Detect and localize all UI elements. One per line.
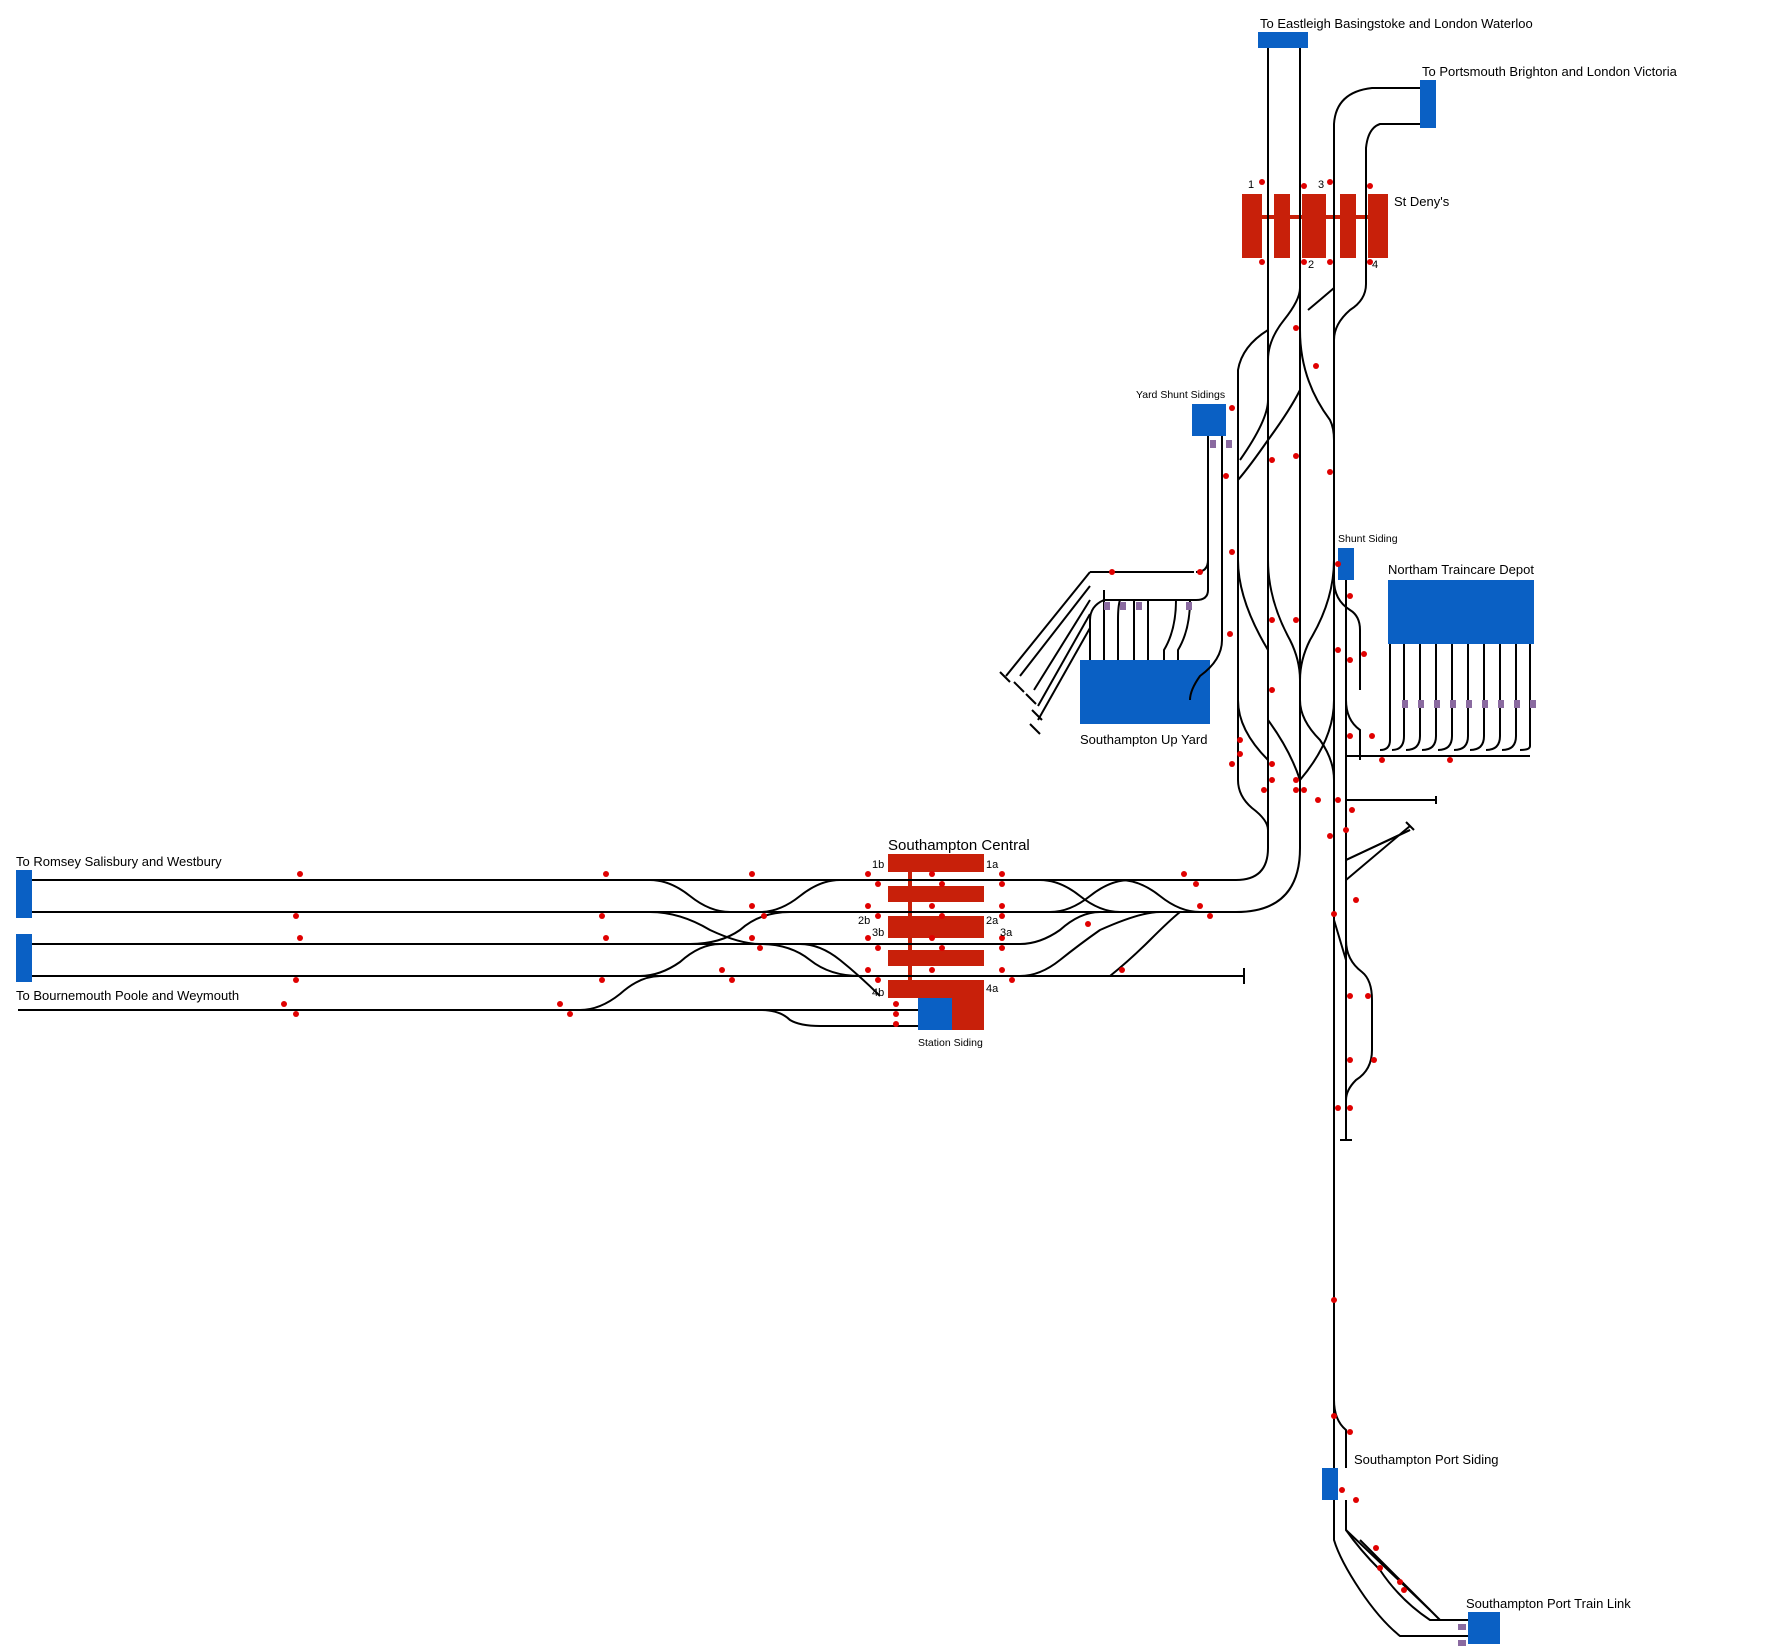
exit-label-bournemouth: To Bournemouth Poole and Weymouth (16, 988, 239, 1003)
station-name-st-denys: St Deny's (1394, 194, 1450, 209)
exit-block-bournemouth[interactable] (16, 934, 32, 982)
port-train-link-label: Southampton Port Train Link (1466, 1596, 1631, 1611)
exit-block-romsey[interactable] (16, 870, 32, 918)
st-denys-platform-b[interactable] (1274, 194, 1290, 258)
signals[interactable] (281, 179, 1453, 1593)
platform-label-1b: 1b (872, 859, 884, 871)
shunt-siding-label: Shunt Siding (1338, 533, 1398, 545)
northam-depot-label: Northam Traincare Depot (1388, 562, 1534, 577)
up-yard-tracks (999, 436, 1223, 735)
station-siding-block[interactable] (918, 998, 952, 1030)
port-train-link-block[interactable] (1468, 1612, 1500, 1644)
port-siding-block[interactable] (1322, 1468, 1338, 1500)
yard-shunt-sidings-label: Yard Shunt Sidings (1136, 389, 1225, 401)
yard-shunt-sidings-block[interactable] (1192, 404, 1226, 436)
northam-depot-block[interactable] (1388, 580, 1534, 644)
st-denys-footbridge (1256, 215, 1376, 219)
station-name-central: Southampton Central (888, 837, 1030, 854)
platform-label-1a: 1a (986, 859, 999, 871)
st-denys-platform-a[interactable] (1242, 194, 1262, 258)
st-denys-platform-label-1: 1 (1248, 179, 1254, 191)
platform-label-3b: 3b (872, 927, 884, 939)
buffer-stops (1104, 440, 1536, 1646)
central-platform-siding-end[interactable] (952, 980, 984, 1030)
st-denys-platform-label-4: 4 (1372, 259, 1378, 271)
st-denys-platform-d[interactable] (1340, 194, 1356, 258)
shunt-siding-block[interactable] (1338, 548, 1354, 580)
central-platform-island-34[interactable] (888, 950, 984, 966)
west-main-lines (18, 879, 1245, 1027)
platform-label-4b: 4b (872, 987, 884, 999)
exit-label-victoria: To Portsmouth Brighton and London Victor… (1422, 64, 1678, 79)
platform-label-4a: 4a (986, 983, 999, 995)
exit-label-waterloo: To Eastleigh Basingstoke and London Wate… (1260, 16, 1533, 31)
st-denys-platform-label-2: 2 (1308, 259, 1314, 271)
north-main-lines (1235, 48, 1420, 1468)
central-platform-1[interactable] (888, 854, 984, 872)
port-siding-label: Southampton Port Siding (1354, 1452, 1499, 1467)
station-siding-label: Station Siding (918, 1037, 983, 1049)
up-yard-block[interactable] (1080, 660, 1210, 724)
up-yard-label: Southampton Up Yard (1080, 732, 1207, 747)
exit-block-waterloo[interactable] (1258, 32, 1308, 48)
depot-and-port-tracks (1333, 579, 1531, 1637)
central-footbridge (908, 870, 912, 982)
central-platform-island-12[interactable] (888, 886, 984, 902)
st-denys-platform-e[interactable] (1368, 194, 1388, 258)
platform-label-2a: 2a (986, 915, 999, 927)
exit-block-victoria[interactable] (1420, 80, 1436, 128)
st-denys-platform-c[interactable] (1302, 194, 1326, 258)
platform-label-2b: 2b (858, 915, 870, 927)
central-platform-2-3[interactable] (888, 916, 984, 938)
platform-label-3a: 3a (1000, 927, 1013, 939)
st-denys-platform-label-3: 3 (1318, 179, 1324, 191)
exit-label-romsey: To Romsey Salisbury and Westbury (16, 854, 222, 869)
